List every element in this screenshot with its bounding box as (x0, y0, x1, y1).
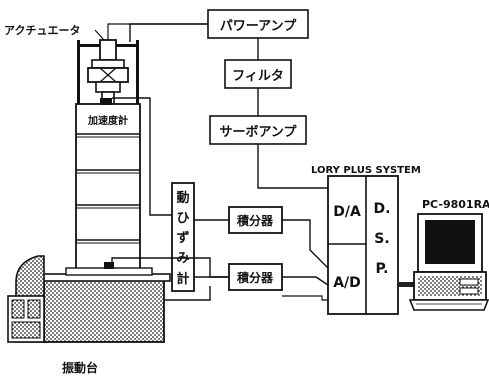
actuator-leader (94, 29, 105, 41)
table-sensor (104, 262, 114, 269)
wire-int1-ad (282, 219, 329, 269)
dsp-label-p: P. (375, 261, 388, 277)
wire-int2-ad-b (282, 295, 328, 301)
cable-lory-pc (398, 282, 420, 287)
wire-table-feed (160, 286, 211, 301)
wire-power-actuator (129, 23, 208, 42)
strain-gauge-box: 動 ひ ず み 計 (171, 182, 195, 292)
strain-gauge-char-2: ひ (176, 211, 189, 226)
strain-gauge-char-5: 計 (176, 271, 189, 287)
pc-computer (408, 213, 489, 311)
shake-table (7, 255, 171, 343)
actuator (77, 39, 139, 105)
specimen-tower (75, 98, 141, 275)
filter-label: フィルタ (232, 69, 284, 84)
lory-label: LORY PLUS SYSTEM (311, 165, 421, 176)
filter-box: フィルタ (224, 59, 292, 89)
integrator-2-box: 積分器 (228, 263, 283, 291)
integrator-1-label: 積分器 (236, 213, 274, 228)
da-label: D/A (333, 204, 361, 220)
strain-gauge-char-3: ず (176, 230, 189, 246)
pc-label: PC-9801RA (422, 198, 489, 211)
wire-accelerometer-strain (112, 97, 172, 216)
power-amp-box: パワーアンプ (207, 9, 309, 39)
servo-amp-label: サーボアンプ (219, 124, 297, 140)
strain-gauge-char-1: 動 (176, 190, 189, 206)
wire-int2-ad (282, 276, 329, 286)
dsp-label-s: S. (374, 231, 389, 247)
lory-system-box: D/A A/D D. S. P. (327, 175, 399, 315)
accelerometer-sensor (100, 98, 112, 105)
shake-table-label: 振動台 (62, 360, 98, 375)
actuator-label: アクチュエータ (4, 24, 80, 37)
wire-actuator-feed (107, 23, 208, 42)
servo-amp-box: サーボアンプ (209, 115, 307, 145)
integrator-1-box: 積分器 (228, 206, 283, 234)
ad-label: A/D (333, 275, 361, 291)
integrator-2-label: 積分器 (236, 270, 274, 285)
dsp-label-d: D. (374, 201, 391, 217)
accelerometer-label: 加速度計 (87, 114, 128, 127)
wire-table-int2 (111, 257, 229, 278)
pc-keyboard (408, 299, 489, 311)
power-amp-label: パワーアンプ (220, 19, 298, 34)
pc-screen (425, 220, 475, 264)
